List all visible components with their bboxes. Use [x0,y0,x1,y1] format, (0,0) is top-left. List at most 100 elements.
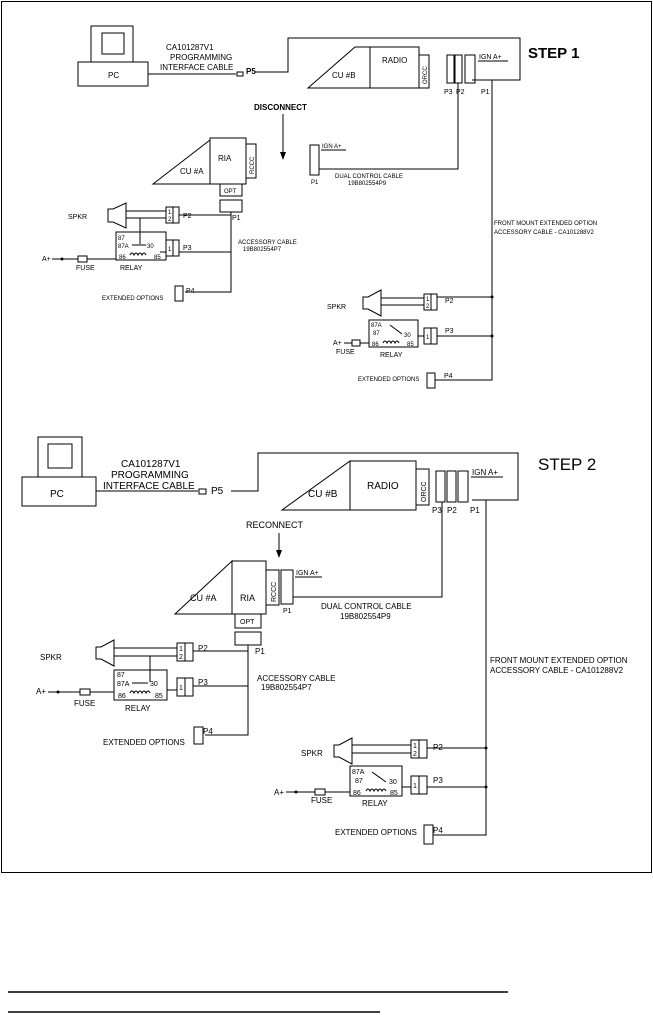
p4-connector [423,824,434,845]
spkr-label: SPKR [40,653,62,662]
cu-a-label: CU #A [190,593,217,603]
acc-p1-connector [234,631,262,646]
front-mount-line1: FRONT MOUNT EXTENDED OPTION [490,656,628,665]
relay-coil [129,690,151,695]
front-mount-line2: ACCESSORY CABLE - CA101288V2 [494,230,594,236]
p3-connector [446,54,455,84]
prog-cable-line3: INTERFACE CABLE [160,63,233,72]
p2-pin1: 1 [168,210,172,216]
relay-coil [129,252,147,257]
prog-cable-line1: CA101287V1 [121,459,181,470]
p4-connector [426,372,436,389]
p3-label: P3 [445,328,454,335]
rccc-label: RCCC [271,582,278,602]
acc-cable-route [179,212,232,293]
dual-cable-line2: 19B802554P9 [340,612,391,621]
relay-87a: 87A [118,244,129,250]
relay-85: 85 [407,342,414,348]
p2-jack [172,206,180,224]
p3-pin1: 1 [426,335,430,341]
p2-label: P2 [445,298,454,305]
p4-connector [193,726,204,745]
acc-p1-connector [219,199,243,213]
relay-label: RELAY [362,799,388,808]
relay-label: RELAY [380,352,403,359]
relay-86: 86 [372,342,379,348]
relay-box [113,669,168,701]
p1b-label: P1 [311,180,319,186]
a-plus-node [60,257,64,261]
p3-label: P3 [444,89,453,96]
opt-label: OPT [224,189,237,195]
relay-30: 30 [147,244,154,250]
orcc-label: ORCC [421,481,428,502]
cu-b-label: CU #B [332,71,356,80]
relay-87: 87 [355,778,363,785]
a-plus-node [294,790,298,794]
p2-pin1: 1 [426,297,430,303]
opt-box [234,613,262,629]
spkr-label: SPKR [327,304,346,311]
relay-87a: 87A [371,323,382,329]
p4-label: P4 [186,288,195,295]
ign-label: IGN A+ [479,54,502,61]
speaker [107,202,127,229]
action-label: RECONNECT [246,520,304,530]
left-accessory: P1 SPKR 1 2 P2 87 87A 30 86 85 RELAY 1 P… [36,639,335,747]
fuse [79,688,91,696]
diagram-border [1,1,652,873]
pc-monitor [37,436,83,478]
p2-pin2: 2 [168,217,172,223]
ria-label: RIA [218,154,232,163]
ext-options-label: EXTENDED OPTIONS [335,828,417,837]
relay-30: 30 [389,779,397,786]
step-1-title: STEP 1 [528,45,579,62]
p4-label: P4 [444,373,453,380]
step-2: STEP 2 PC CA101287V1 PROGRAMMING INTERFA… [21,436,628,845]
relay-87: 87 [118,236,125,242]
p2-label: P2 [456,89,465,96]
relay-label: RELAY [120,265,143,272]
ria-label: RIA [240,593,255,603]
spkr-label: SPKR [301,749,323,758]
dual-control-cable [293,502,443,598]
rccc-label: RCCC [250,156,256,174]
a-plus-label: A+ [274,788,284,797]
p2-label: P2 [183,213,192,220]
ext-options-label: EXTENDED OPTIONS [103,738,185,747]
speaker [333,737,353,765]
ria-box [231,560,267,615]
spkr-label: SPKR [68,214,87,221]
p4-connector [174,285,184,302]
p1b-connector [280,569,294,605]
right-accessory: SPKR 1 2 P2 87A 87 30 86 85 RELAY 1 P3 A… [327,289,492,389]
p3-pin1: 1 [168,247,172,253]
ign2-label: IGN A+ [322,144,342,150]
p3-pin1: 1 [179,685,183,692]
orcc-box [418,54,430,89]
rccc-box [265,569,280,606]
dual-cable-line2: 19B802554P9 [348,181,387,187]
left-accessory: P1 SPKR 1 2 P2 87 87A 30 86 85 RELAY 1 P… [42,202,297,302]
action-arrowhead [280,152,286,160]
acc-cable-route [193,645,249,736]
p3-label: P3 [433,776,443,785]
orcc-label: ORCC [423,66,429,84]
relay-30: 30 [150,681,158,688]
speaker [362,289,382,317]
front-mount-cable [435,80,493,381]
pc: PC [77,25,149,87]
pc-label: PC [108,71,119,80]
a-plus-node [56,690,60,694]
fuse-label: FUSE [336,349,355,356]
p3-jack [430,327,438,345]
radio-label: RADIO [382,56,407,65]
relay-30: 30 [404,333,411,339]
orcc-box [415,468,430,506]
p2-pin2: 2 [179,654,183,661]
p1b-connector [309,144,320,176]
p2-pin1: 1 [179,646,183,653]
fuse-label: FUSE [311,796,332,805]
a-plus-label: A+ [42,256,51,263]
